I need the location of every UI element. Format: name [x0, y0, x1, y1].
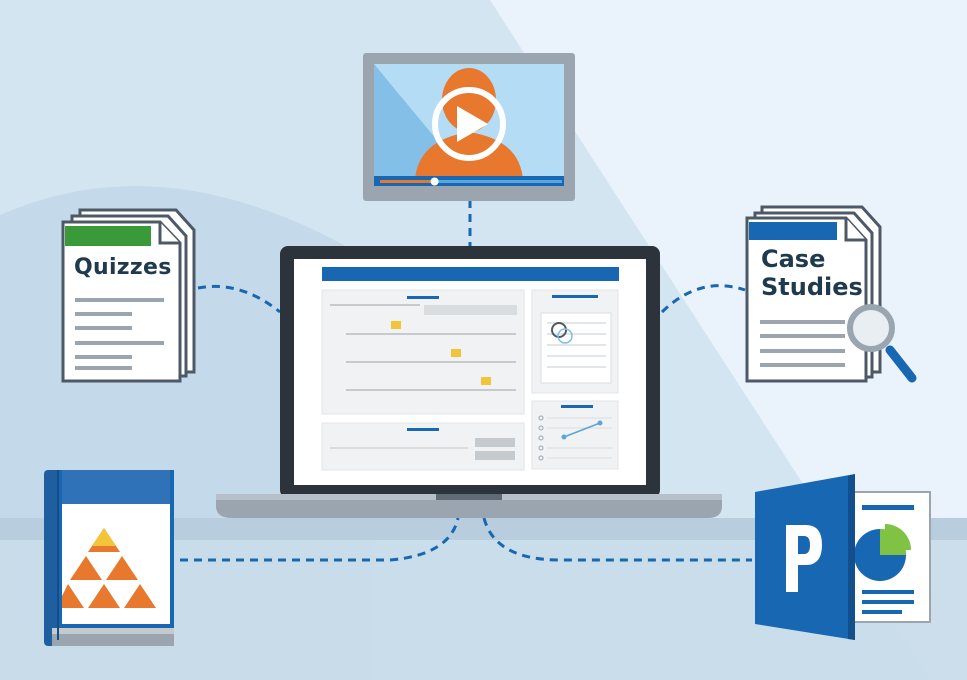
case-study-document-icon[interactable]	[745, 205, 882, 383]
magnifying-glass-icon	[847, 304, 917, 383]
table-edge	[0, 518, 967, 540]
play-icon[interactable]	[432, 87, 506, 161]
laptop-icon[interactable]	[216, 246, 722, 518]
case-studies-label: Case Studies	[761, 245, 863, 301]
case-studies-label-line1: Case	[761, 245, 826, 273]
connector-powerpoint	[482, 517, 752, 562]
quizzes-label: Quizzes	[74, 255, 172, 280]
connector-case-studies	[660, 284, 746, 314]
powerpoint-icon[interactable]	[755, 474, 931, 640]
quiz-document-icon[interactable]	[61, 208, 196, 383]
book-icon[interactable]	[44, 470, 174, 646]
case-studies-label-line2: Studies	[761, 272, 863, 301]
connector-lines	[180, 200, 752, 562]
connector-book	[180, 517, 460, 562]
